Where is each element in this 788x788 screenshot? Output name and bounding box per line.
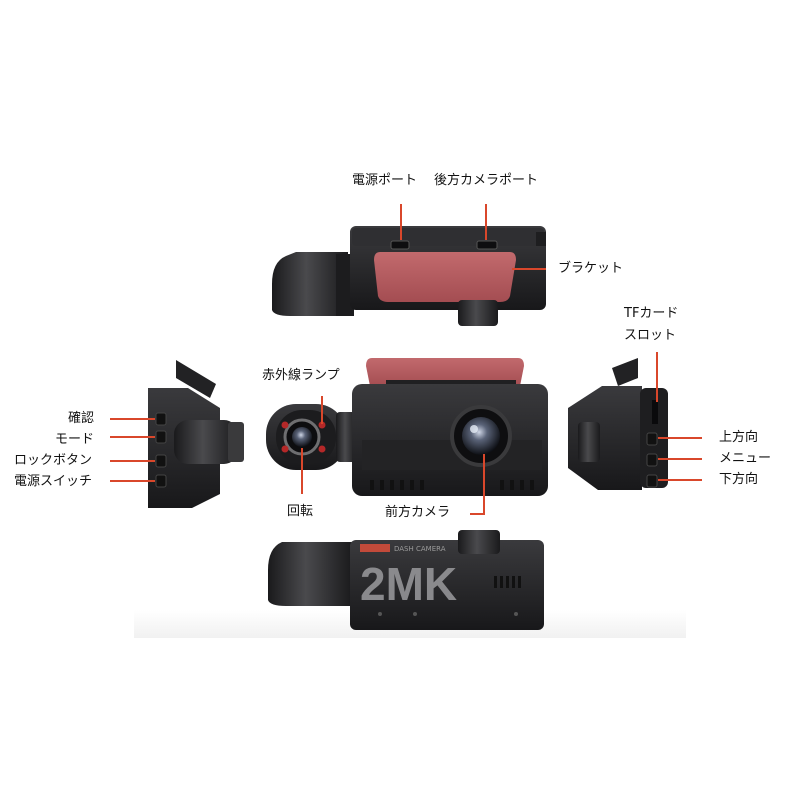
- label-tf-card: TFカード: [624, 306, 679, 321]
- top-view: [272, 226, 546, 326]
- rear-camera-unit: [266, 404, 356, 470]
- label-ir-lamp: 赤外線ランプ: [262, 368, 340, 383]
- top-mount-cylinder: [272, 252, 348, 316]
- label-lock-button: ロックボタン: [14, 453, 93, 468]
- label-rotate: 回転: [287, 504, 314, 519]
- label-power-port: 電源ポート: [352, 173, 418, 188]
- label-confirm: 確認: [68, 411, 95, 426]
- front-bracket-pad: [366, 358, 524, 386]
- label-slot: スロット: [624, 328, 677, 343]
- front-lens: [462, 417, 500, 455]
- right-body: [568, 386, 642, 490]
- label-power-switch: 電源スイッチ: [14, 474, 93, 489]
- front-view: [352, 358, 548, 496]
- callout-lines: [110, 204, 702, 515]
- left-side-view: [148, 360, 244, 508]
- right-side-view: [568, 358, 668, 490]
- dash-camera-strip: DASH CAMERA: [394, 545, 446, 553]
- bottom-view: DASH CAMERA 2MK: [268, 530, 544, 630]
- model-watermark: 2MK: [360, 558, 457, 610]
- bracket-pad: [374, 252, 516, 302]
- bottom-mount-cylinder: [268, 542, 352, 606]
- rear-port-shape: [476, 240, 498, 250]
- label-mode: モード: [55, 432, 95, 447]
- label-front-camera: 前方カメラ: [385, 505, 451, 520]
- label-up: 上方向: [719, 430, 759, 445]
- label-menu: メニュー: [719, 451, 772, 466]
- label-bracket: ブラケット: [558, 261, 624, 276]
- left-mount-cylinder: [174, 420, 238, 464]
- bottom-body: [350, 540, 544, 630]
- label-rear-camera-port: 後方カメラポート: [434, 173, 539, 188]
- rear-lens: [292, 427, 312, 447]
- tf-slot-shape: [652, 400, 658, 424]
- callout-front-camera: [470, 454, 485, 515]
- power-port-shape: [390, 240, 410, 250]
- label-down: 下方向: [719, 472, 759, 487]
